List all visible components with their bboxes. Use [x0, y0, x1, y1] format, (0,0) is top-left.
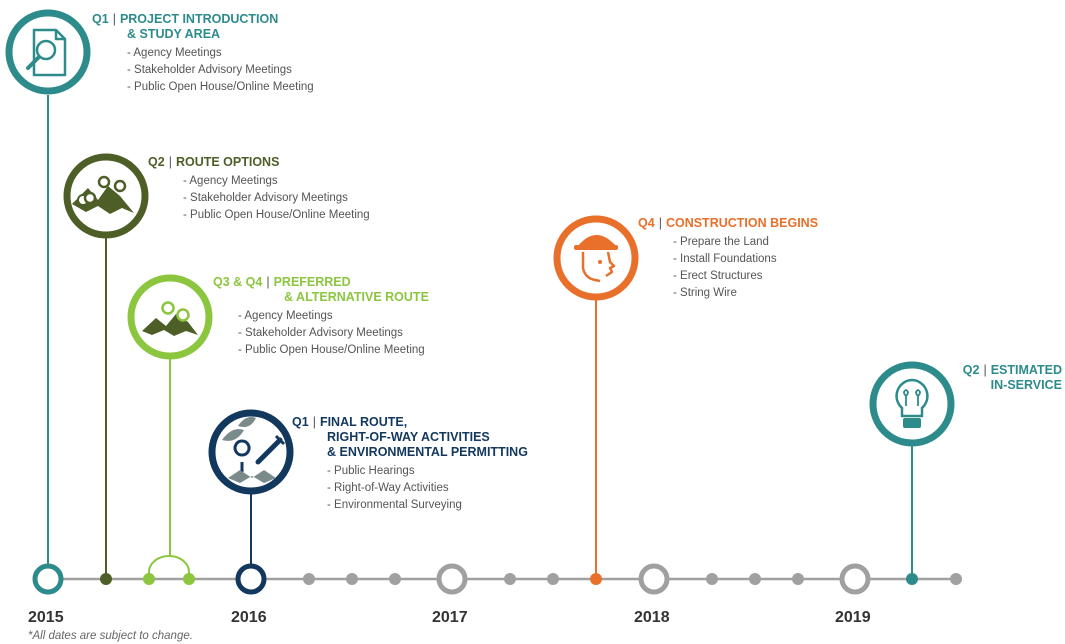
list-item: Agency Meetings [238, 308, 429, 325]
timeline-dot-2019 [839, 563, 871, 595]
milestone-title-line: & STUDY AREA [127, 27, 221, 41]
list-item: Erect Structures [673, 268, 818, 285]
year-label-2018: 2018 [634, 609, 670, 626]
list-item: Environmental Surveying [327, 497, 528, 514]
timeline-dot [749, 573, 761, 585]
timeline-dot [906, 573, 918, 585]
timeline-dot [389, 573, 401, 585]
milestone-items: Agency Meetings Stakeholder Advisory Mee… [127, 45, 314, 96]
list-item: Public Open House/Online Meeting [127, 79, 314, 96]
milestone-heading: Q1|PROJECT INTRODUCTION & STUDY AREA [92, 12, 314, 42]
milestone-heading: Q2|ROUTE OPTIONS [148, 155, 370, 170]
timeline-dot-2016 [235, 563, 267, 595]
separator: | [312, 415, 316, 429]
year-label-2016: 2016 [231, 609, 267, 626]
timeline-dot [706, 573, 718, 585]
list-item: String Wire [673, 285, 818, 302]
list-item: Install Foundations [673, 251, 818, 268]
separator: | [112, 12, 116, 26]
timeline-dot [504, 573, 516, 585]
timeline-dot [183, 573, 195, 585]
connector-arc-q3q4 [148, 555, 190, 579]
lightbulb-icon [869, 361, 955, 447]
year-label-2019: 2019 [835, 609, 871, 626]
milestone-title-line: RIGHT-OF-WAY ACTIVITIES [327, 430, 490, 444]
map-pins-icon [63, 153, 149, 239]
milestone-items: Agency Meetings Stakeholder Advisory Mee… [238, 308, 429, 359]
milestone-title-line: PROJECT INTRODUCTION [119, 12, 279, 26]
milestone-title-line: ESTIMATED [990, 363, 1062, 377]
timeline-dot [590, 573, 602, 585]
milestone-preferred-route: Q3 & Q4|PREFERRED & ALTERNATIVE ROUTE Ag… [213, 275, 429, 359]
list-item: Stakeholder Advisory Meetings [127, 62, 314, 79]
separator: | [168, 155, 172, 169]
separator: | [658, 216, 662, 230]
list-item: Public Open House/Online Meeting [238, 342, 429, 359]
milestone-heading: Q4|CONSTRUCTION BEGINS [638, 216, 818, 231]
milestone-quarter: Q1 [92, 12, 109, 26]
milestone-project-introduction: Q1|PROJECT INTRODUCTION & STUDY AREA Age… [92, 12, 314, 96]
timeline-dot [547, 573, 559, 585]
timeline-dot [346, 573, 358, 585]
list-item: Stakeholder Advisory Meetings [183, 190, 370, 207]
milestone-route-options: Q2|ROUTE OPTIONS Agency Meetings Stakeho… [148, 155, 370, 224]
milestone-heading: Q3 & Q4|PREFERRED & ALTERNATIVE ROUTE [213, 275, 429, 305]
milestone-quarter: Q2 [148, 155, 165, 169]
timeline-dot-2017 [436, 563, 468, 595]
milestone-title-line: PREFERRED [273, 275, 351, 289]
milestone-title-line: FINAL ROUTE, [319, 415, 408, 429]
milestone-title-line: CONSTRUCTION BEGINS [665, 216, 819, 230]
milestone-quarter: Q2 [962, 363, 980, 377]
leaves-pin-pencil-icon [208, 409, 294, 495]
milestone-quarter: Q3 & Q4 [213, 275, 263, 289]
milestone-title-line: & ENVIRONMENTAL PERMITTING [327, 445, 528, 459]
year-label-2017: 2017 [432, 609, 468, 626]
milestone-title-line: & ALTERNATIVE ROUTE [284, 290, 429, 304]
milestone-items: Prepare the Land Install Foundations Ere… [673, 234, 818, 302]
milestone-quarter: Q4 [638, 216, 655, 230]
list-item: Public Hearings [327, 463, 528, 480]
milestone-items: Agency Meetings Stakeholder Advisory Mee… [183, 173, 370, 224]
milestone-title-line: IN-SERVICE [990, 378, 1062, 392]
milestone-heading: Q1|FINAL ROUTE, RIGHT-OF-WAY ACTIVITIES … [292, 415, 528, 460]
separator: | [983, 363, 987, 377]
milestone-title-line: ROUTE OPTIONS [175, 155, 280, 169]
timeline-dot [303, 573, 315, 585]
timeline-dot [792, 573, 804, 585]
year-label-2015: 2015 [28, 609, 64, 626]
milestone-final-route: Q1|FINAL ROUTE, RIGHT-OF-WAY ACTIVITIES … [292, 415, 528, 514]
timeline-dot [100, 573, 112, 585]
list-item: Public Open House/Online Meeting [183, 207, 370, 224]
list-item: Agency Meetings [127, 45, 314, 62]
magnifier-document-icon [5, 9, 91, 95]
list-item: Prepare the Land [673, 234, 818, 251]
timeline-dot [950, 573, 962, 585]
timeline-dot-2015 [32, 563, 64, 595]
milestone-heading: Q2|ESTIMATED IN-SERVICE [963, 363, 1062, 393]
milestone-quarter: Q1 [292, 415, 309, 429]
list-item: Right-of-Way Activities [327, 480, 528, 497]
list-item: Agency Meetings [183, 173, 370, 190]
milestone-estimated-in-service: Q2|ESTIMATED IN-SERVICE [963, 363, 1062, 393]
milestone-construction-begins: Q4|CONSTRUCTION BEGINS Prepare the Land … [638, 216, 818, 302]
list-item: Stakeholder Advisory Meetings [238, 325, 429, 342]
map-pins-icon [127, 274, 213, 360]
footnote: *All dates are subject to change. [28, 630, 193, 642]
hardhat-worker-icon [553, 215, 639, 301]
milestone-items: Public Hearings Right-of-Way Activities … [327, 463, 528, 514]
timeline-dot-2018 [638, 563, 670, 595]
separator: | [266, 275, 270, 289]
timeline-dot [143, 573, 155, 585]
